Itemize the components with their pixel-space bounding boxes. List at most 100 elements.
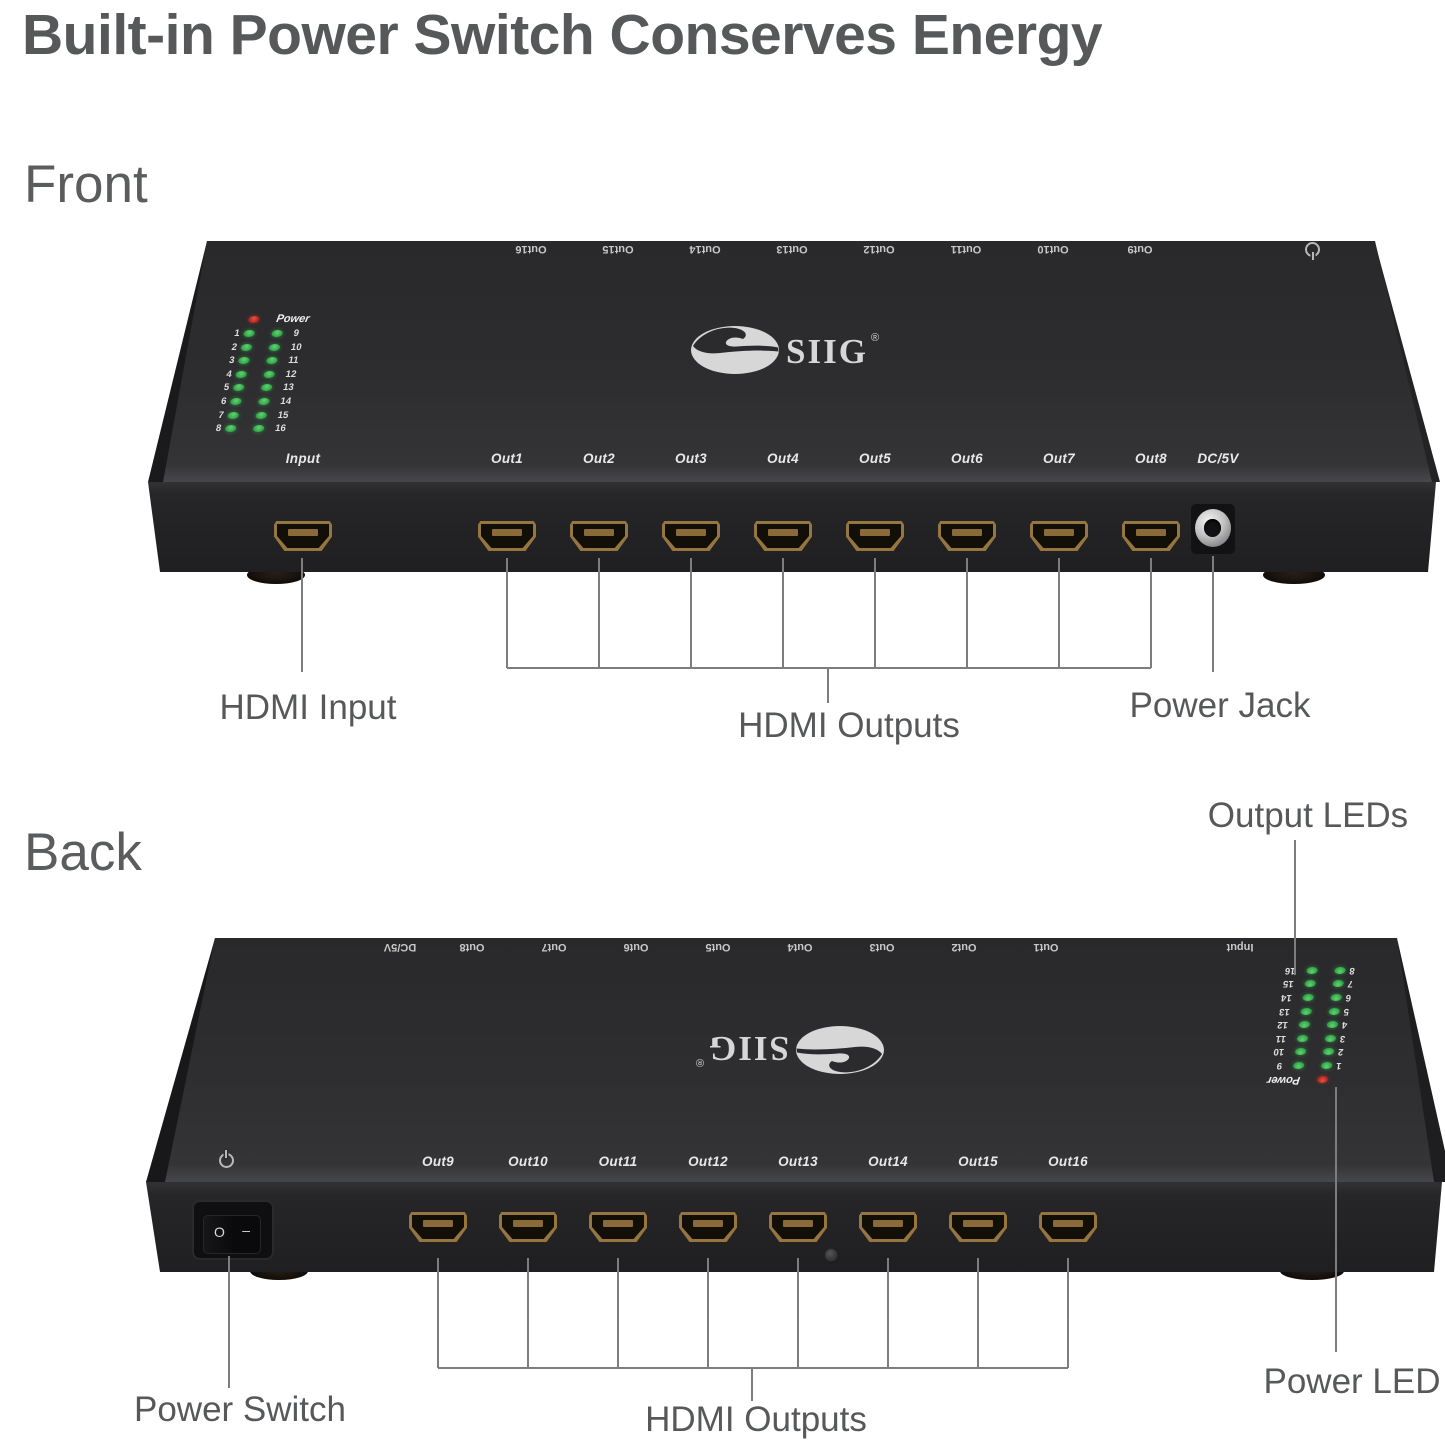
callout-line-out10	[527, 1258, 529, 1368]
front-device-top-surface	[163, 241, 1432, 482]
hdmi-port-out4-opening	[757, 524, 809, 548]
screw	[824, 1248, 839, 1263]
hdmi-port-out5-contacts	[860, 529, 890, 536]
hdmi-port-out16-opening	[1042, 1215, 1094, 1239]
hdmi-port-out6	[938, 521, 996, 551]
hdmi-port-out11	[589, 1212, 647, 1242]
hdmi-port-out10-opening	[502, 1215, 554, 1239]
page-title: Built-in Power Switch Conserves Energy	[22, 3, 1103, 67]
far-edge-label-back-out3: Out3	[869, 941, 895, 953]
hdmi-port-out14	[859, 1212, 917, 1242]
callout-line-power-switch	[228, 1256, 230, 1388]
power-switch-rocker[interactable]: O –	[203, 1215, 261, 1254]
hdmi-port-out9-opening	[412, 1215, 464, 1239]
hdmi-port-out3-opening	[665, 524, 717, 548]
callout-line-hdmi-input	[301, 558, 303, 672]
hdmi-port-out1	[478, 521, 536, 551]
hdmi-port-out13-contacts	[783, 1220, 813, 1227]
output-led	[270, 330, 284, 337]
port-label-out15: Out15	[958, 1154, 998, 1169]
led-number-right: 15	[276, 409, 290, 421]
far-edge-label-back-out2: Out2	[951, 941, 977, 953]
section-label-back: Back	[24, 823, 142, 882]
hdmi-port-out9	[409, 1212, 467, 1242]
hdmi-port-out16-contacts	[1053, 1220, 1083, 1227]
hdmi-port-out11-contacts	[603, 1220, 633, 1227]
port-label-out14: Out14	[868, 1154, 908, 1169]
led-number-left: 7	[217, 409, 225, 421]
power-jack-hole	[1204, 519, 1221, 537]
far-edge-label-out15: Out15	[602, 243, 634, 255]
far-edge-label-out10: Out10	[1037, 243, 1069, 255]
callout-line-power-jack	[1212, 556, 1214, 672]
callout-line-output-leds	[1294, 840, 1296, 975]
output-led	[1302, 994, 1315, 1001]
led-row: 7 15	[193, 409, 300, 422]
output-led	[1294, 1048, 1307, 1056]
led-number-left: 5	[1343, 1005, 1350, 1017]
hdmi-port-out12	[679, 1212, 737, 1242]
led-number-left: 7	[1346, 978, 1354, 990]
port-label-out5: Out5	[859, 451, 891, 466]
port-label-out16: Out16	[1048, 1154, 1088, 1169]
power-jack	[1191, 504, 1235, 554]
led-number-right: 14	[1280, 992, 1293, 1003]
far-edge-label-out13: Out13	[776, 243, 808, 255]
hdmi-port-out6-opening	[941, 524, 993, 548]
led-panel-header: Power	[1259, 1073, 1365, 1087]
hdmi-port-out4-contacts	[768, 529, 798, 536]
callout-line-out14	[887, 1258, 889, 1368]
power-symbol-bar	[1312, 252, 1315, 260]
hdmi-port-out4	[754, 521, 812, 551]
siig-logo: SIIG®	[690, 324, 886, 376]
led-number-left: 2	[1337, 1046, 1345, 1058]
port-label-out10: Out10	[508, 1154, 548, 1169]
callout-bracket-back-outputs	[438, 1367, 1068, 1369]
switch-off-mark: O	[214, 1224, 225, 1240]
led-number-left: 6	[1344, 992, 1352, 1003]
output-led	[1304, 980, 1317, 988]
callout-hdmi-input: HDMI Input	[219, 688, 397, 727]
output-led	[1326, 1021, 1339, 1029]
output-led	[1322, 1048, 1335, 1056]
callout-line-out16	[1067, 1258, 1069, 1368]
hdmi-port-out16	[1039, 1212, 1097, 1242]
power-switch[interactable]: O –	[192, 1200, 274, 1260]
led-number-right: 15	[1282, 978, 1295, 990]
far-edge-label-out14: Out14	[689, 243, 721, 255]
output-led	[1324, 1034, 1337, 1042]
output-led	[240, 343, 253, 351]
led-number-left: 3	[227, 355, 236, 367]
port-label-out7: Out7	[1043, 451, 1075, 466]
output-led	[263, 370, 276, 378]
led-row: 7 15	[1273, 977, 1379, 990]
led-number-right: 14	[279, 396, 293, 407]
far-edge-label-back-out5: Out5	[705, 941, 731, 953]
output-led	[252, 425, 265, 433]
siig-logo-graphic: SIIG®	[696, 1026, 884, 1074]
far-edge-label-out16: Out16	[515, 243, 547, 255]
led-number-left: 8	[214, 423, 223, 435]
led-number-left: 1	[1335, 1060, 1343, 1071]
callout-line-power-led	[1335, 1087, 1337, 1352]
led-number-right: 12	[1276, 1019, 1289, 1031]
output-led	[1330, 994, 1343, 1001]
led-number-left: 4	[225, 368, 233, 380]
hdmi-port-out1-contacts	[492, 529, 522, 536]
callout-power-switch: Power Switch	[133, 1390, 347, 1429]
output-led	[257, 398, 271, 405]
led-number-right: 9	[1276, 1060, 1283, 1071]
led-number-right: 12	[284, 368, 298, 380]
output-led	[242, 330, 256, 337]
output-led	[1298, 1021, 1311, 1029]
port-label-input: Input	[285, 451, 321, 466]
output-led	[235, 370, 248, 378]
hdmi-port-out5-opening	[849, 524, 901, 548]
hdmi-port-out2-opening	[573, 524, 625, 548]
